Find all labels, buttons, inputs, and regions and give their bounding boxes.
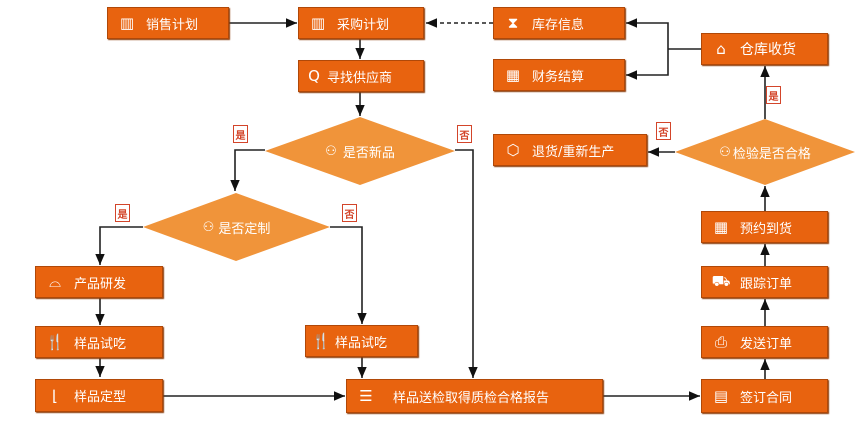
edge-label-no: 否 — [457, 125, 472, 143]
node-label: 财务结算 — [532, 69, 585, 85]
edge-isnew-yes — [230, 149, 265, 191]
person-icon: ⚇ — [719, 144, 731, 160]
node-label: 产品研发 — [74, 276, 127, 292]
node-label: 样品试吃 — [335, 335, 388, 351]
node-sales-plan[interactable]: ▥ 销售计划 — [107, 7, 229, 39]
edge-label-no: 否 — [656, 122, 671, 140]
glasses-icon: ⌓ — [49, 273, 61, 291]
decision-is-custom[interactable]: ⚇是否定制 — [143, 193, 330, 261]
node-tasting-1[interactable]: 🍴 样品试吃 — [35, 326, 163, 358]
person-icon: ⚇ — [202, 219, 215, 235]
decision-is-new[interactable]: ⚇ 是否新品 — [265, 117, 455, 185]
box-icon: ⬡ — [506, 141, 520, 159]
node-find-supplier[interactable]: Q 寻找供应商 — [298, 60, 424, 92]
node-label: 是否新品 — [342, 145, 395, 161]
edge-label-yes: 是 — [233, 125, 248, 143]
edge-label-no: 否 — [342, 204, 357, 222]
edge-isnew-no — [455, 149, 478, 378]
node-label: 跟踪订单 — [740, 276, 793, 292]
house-icon: ⌂ — [716, 40, 726, 58]
node-label: 预约到货 — [740, 221, 793, 237]
node-warehouse[interactable]: ⌂ 仓库收货 — [701, 33, 828, 65]
node-label: 样品定型 — [74, 390, 127, 405]
node-return[interactable]: ⬡ 退货/重新生产 — [493, 134, 647, 166]
document-icon: ▤ — [713, 387, 729, 405]
edge-iscustom-no — [330, 226, 367, 324]
node-contract[interactable]: ▤ 签订合同 — [701, 379, 828, 413]
node-send-order[interactable]: ⎙ 发送订单 — [701, 326, 828, 358]
calendar-icon: ▦ — [713, 218, 729, 236]
node-inspection[interactable]: ☰ 样品送检取得质检合格报告 — [346, 379, 603, 413]
node-label: 库存信息 — [532, 17, 585, 33]
cutlery-icon: 🍴 — [311, 332, 331, 350]
node-label: 签订合同 — [740, 390, 793, 406]
edge-warehouse-inventory — [626, 18, 669, 49]
calculator-icon: ▦ — [505, 66, 521, 84]
node-label: 退货/重新生产 — [532, 144, 615, 160]
node-purchase-plan[interactable]: ▥ 采购计划 — [298, 7, 424, 39]
node-appointment[interactable]: ▦ 预约到货 — [701, 211, 828, 243]
edge-warehouse-finance — [626, 49, 669, 80]
decision-qc[interactable]: ⚇检验是否合格 — [675, 119, 855, 185]
node-finalize[interactable]: ⌊ 样品定型 — [35, 379, 163, 412]
node-label: 样品试吃 — [74, 336, 127, 352]
node-label: 发送订单 — [740, 336, 793, 352]
node-label: 检验是否合格 — [732, 146, 811, 162]
node-label: 采购计划 — [337, 17, 390, 33]
node-finance[interactable]: ▦ 财务结算 — [493, 59, 625, 91]
node-label: 销售计划 — [146, 17, 199, 33]
node-label: 仓库收货 — [740, 42, 796, 58]
bar-chart-plus-icon: ▥ — [310, 14, 326, 32]
node-inventory[interactable]: ⧗ 库存信息 — [493, 7, 625, 39]
stack-icon: ☰ — [359, 387, 373, 405]
edge-iscustom-yes — [95, 226, 143, 265]
cutlery-icon: 🍴 — [45, 333, 65, 351]
node-track-order[interactable]: ⛟ 跟踪订单 — [701, 266, 828, 298]
edge-label-yes: 是 — [766, 86, 781, 104]
node-rd[interactable]: ⌓ 产品研发 — [35, 266, 163, 298]
car-icon: ⛟ — [711, 272, 731, 290]
node-tasting-2[interactable]: 🍴样品试吃 — [305, 325, 418, 357]
node-label: 是否定制 — [218, 221, 271, 237]
hourglass-icon: ⧗ — [507, 14, 519, 32]
bar-chart-icon: ▥ — [119, 14, 135, 32]
node-label: 寻找供应商 — [327, 70, 393, 86]
person-icon: ⚇ — [325, 143, 337, 159]
ruler-icon: ⌊ — [52, 386, 58, 405]
edge-label-yes: 是 — [115, 204, 130, 222]
node-label: 样品送检取得质检合格报告 — [393, 390, 550, 406]
search-icon: Q — [308, 67, 320, 85]
printer-icon: ⎙ — [714, 333, 727, 351]
